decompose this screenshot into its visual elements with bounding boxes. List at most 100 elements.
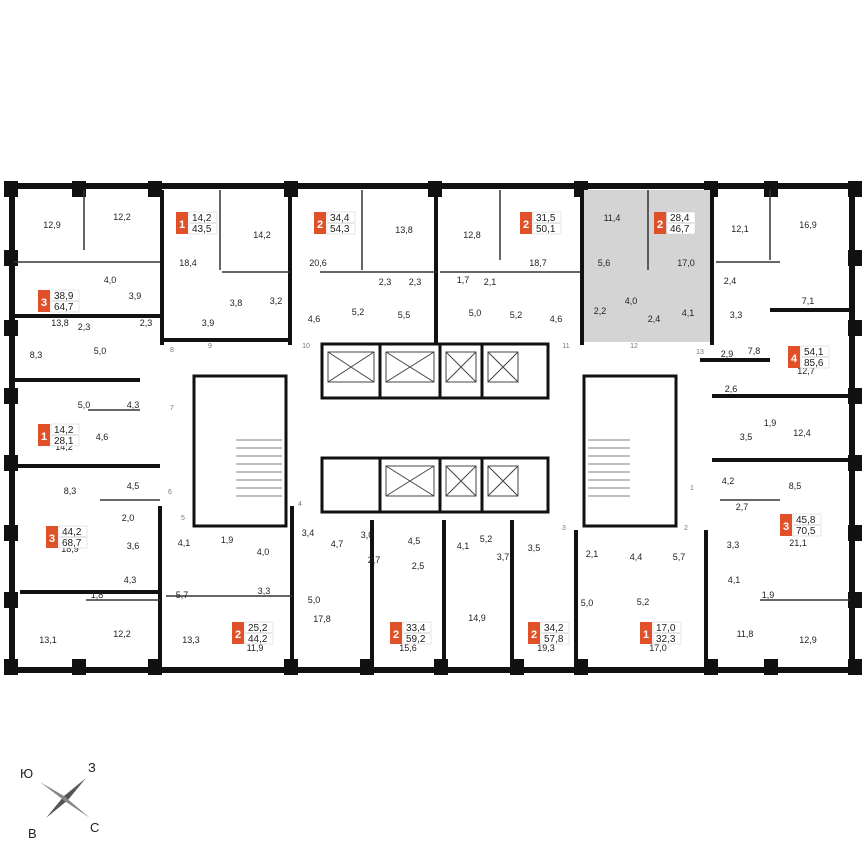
room-area-label: 1,9 bbox=[764, 418, 777, 428]
room-area-label: 14,2 bbox=[55, 442, 73, 452]
room-area-label: 4,1 bbox=[728, 575, 741, 585]
entrance-number: 6 bbox=[168, 489, 172, 496]
apartment-badge[interactable]: 231,550,1 bbox=[520, 211, 562, 235]
total-area: 32,3 bbox=[656, 634, 676, 645]
room-count: 2 bbox=[235, 629, 241, 641]
room-area-label: 3,3 bbox=[258, 586, 271, 596]
apartment-badge[interactable]: 3 44,268,7 bbox=[46, 525, 88, 549]
apartment-badge[interactable]: 114,228,1 bbox=[38, 423, 80, 447]
apartment-badge[interactable]: 2 34,257,8 bbox=[528, 621, 570, 645]
room-area-label: 4,1 bbox=[682, 308, 695, 318]
living-area: 14,2 bbox=[54, 425, 74, 436]
total-area: 70,5 bbox=[796, 526, 816, 537]
room-count-box bbox=[654, 212, 666, 234]
total-area: 85,6 bbox=[804, 358, 824, 369]
facade-columns bbox=[4, 181, 862, 675]
room-count: 3 bbox=[783, 521, 789, 533]
room-area-label: 14,2 bbox=[253, 230, 271, 240]
compass-label-east: С bbox=[90, 820, 99, 835]
room-area-label: 18,4 bbox=[179, 258, 197, 268]
room-area-label: 13,3 bbox=[182, 635, 200, 645]
entrance-number: 2 bbox=[684, 525, 688, 532]
living-area: 34,2 bbox=[544, 623, 564, 634]
room-area-label: 5,2 bbox=[510, 310, 523, 320]
outer-walls bbox=[9, 183, 855, 673]
room-area-label: 2,9 bbox=[721, 349, 734, 359]
living-area: 33,4 bbox=[406, 623, 426, 634]
living-area: 25,2 bbox=[248, 623, 268, 634]
stair-cores bbox=[192, 374, 678, 528]
room-area-label: 4,5 bbox=[127, 481, 140, 491]
stair-flights bbox=[236, 439, 630, 497]
room-area-label: 5,0 bbox=[78, 400, 91, 410]
room-count: 3 bbox=[41, 297, 47, 309]
room-area-label: 4,5 bbox=[408, 536, 421, 546]
room-area-label: 12,7 bbox=[797, 366, 815, 376]
apartment-badge[interactable]: 225,244,2 bbox=[232, 621, 274, 645]
apartment-badge[interactable]: 3 38,964,7 bbox=[38, 289, 80, 313]
living-area: 38,9 bbox=[54, 291, 74, 302]
room-count-box bbox=[46, 526, 58, 548]
room-area-label: 3,3 bbox=[727, 540, 740, 550]
room-count-box bbox=[38, 424, 50, 446]
total-area: 57,8 bbox=[544, 634, 564, 645]
room-count-box bbox=[176, 212, 188, 234]
room-area-label: 11,4 bbox=[604, 213, 621, 223]
room-area-label: 5,0 bbox=[469, 308, 482, 318]
apartment-badge[interactable]: 228,446,7 bbox=[654, 211, 696, 235]
entrance-number: 13 bbox=[696, 349, 704, 356]
room-count-box bbox=[780, 514, 792, 536]
total-area: 28,1 bbox=[54, 436, 74, 447]
room-count-box bbox=[520, 212, 532, 234]
room-count-box bbox=[38, 290, 50, 312]
room-count: 2 bbox=[531, 629, 537, 641]
apartment-badge[interactable]: 114,243,5 bbox=[176, 211, 218, 235]
room-area-label: 4,6 bbox=[308, 314, 321, 324]
room-area-label: 1,8 bbox=[91, 590, 104, 600]
total-area: 64,7 bbox=[54, 302, 74, 313]
elevator-shafts bbox=[327, 351, 519, 497]
room-area-label: 5,5 bbox=[398, 310, 411, 320]
apartment-badge[interactable]: 233,459,2 bbox=[390, 621, 432, 645]
entrance-number: 12 bbox=[630, 343, 638, 350]
room-area-label: 5,6 bbox=[598, 258, 611, 268]
elevator-core bbox=[320, 342, 550, 514]
total-area: 59,2 bbox=[406, 634, 426, 645]
room-area-label: 2,2 bbox=[594, 306, 607, 316]
living-area: 44,2 bbox=[62, 527, 82, 538]
apartment-badge[interactable]: 234,454,3 bbox=[314, 211, 356, 235]
apartment-badge[interactable]: 117,032,3 bbox=[640, 621, 682, 645]
compass-label-west: Ю bbox=[20, 766, 33, 781]
room-area-label: 18,7 bbox=[529, 258, 547, 268]
total-area: 68,7 bbox=[62, 538, 82, 549]
room-area-label: 1,9 bbox=[221, 535, 234, 545]
room-area-label: 12,8 bbox=[463, 230, 481, 240]
room-count-box bbox=[390, 622, 402, 644]
room-count: 4 bbox=[791, 353, 798, 365]
room-area-label: 3,5 bbox=[740, 432, 753, 442]
compass-label-north: З bbox=[88, 760, 96, 775]
living-area: 28,4 bbox=[670, 213, 690, 224]
room-count: 2 bbox=[317, 219, 323, 231]
room-area-label: 1,9 bbox=[762, 590, 775, 600]
room-area-label: 12,4 bbox=[793, 428, 811, 438]
room-area-label: 3,4 bbox=[302, 528, 315, 538]
room-area-label: 11,9 bbox=[247, 643, 264, 653]
compass-label-south: В bbox=[28, 826, 37, 841]
room-count: 2 bbox=[657, 219, 663, 231]
apartment-badge[interactable]: 454,185,6 bbox=[788, 345, 830, 369]
room-count: 3 bbox=[49, 533, 55, 545]
apartment-badge[interactable]: 345,870,5 bbox=[780, 513, 822, 537]
total-area: 43,5 bbox=[192, 224, 212, 235]
room-count-box bbox=[788, 346, 800, 368]
room-area-label: 3,8 bbox=[230, 298, 243, 308]
living-area: 34,4 bbox=[330, 213, 350, 224]
room-count-box bbox=[232, 622, 244, 644]
compass-rose: З Ю В С bbox=[20, 760, 99, 841]
room-area-label: 4,1 bbox=[457, 541, 470, 551]
room-area-label: 20,6 bbox=[309, 258, 327, 268]
room-area-label: 5,0 bbox=[94, 346, 107, 356]
entrance-number: 9 bbox=[208, 343, 212, 350]
